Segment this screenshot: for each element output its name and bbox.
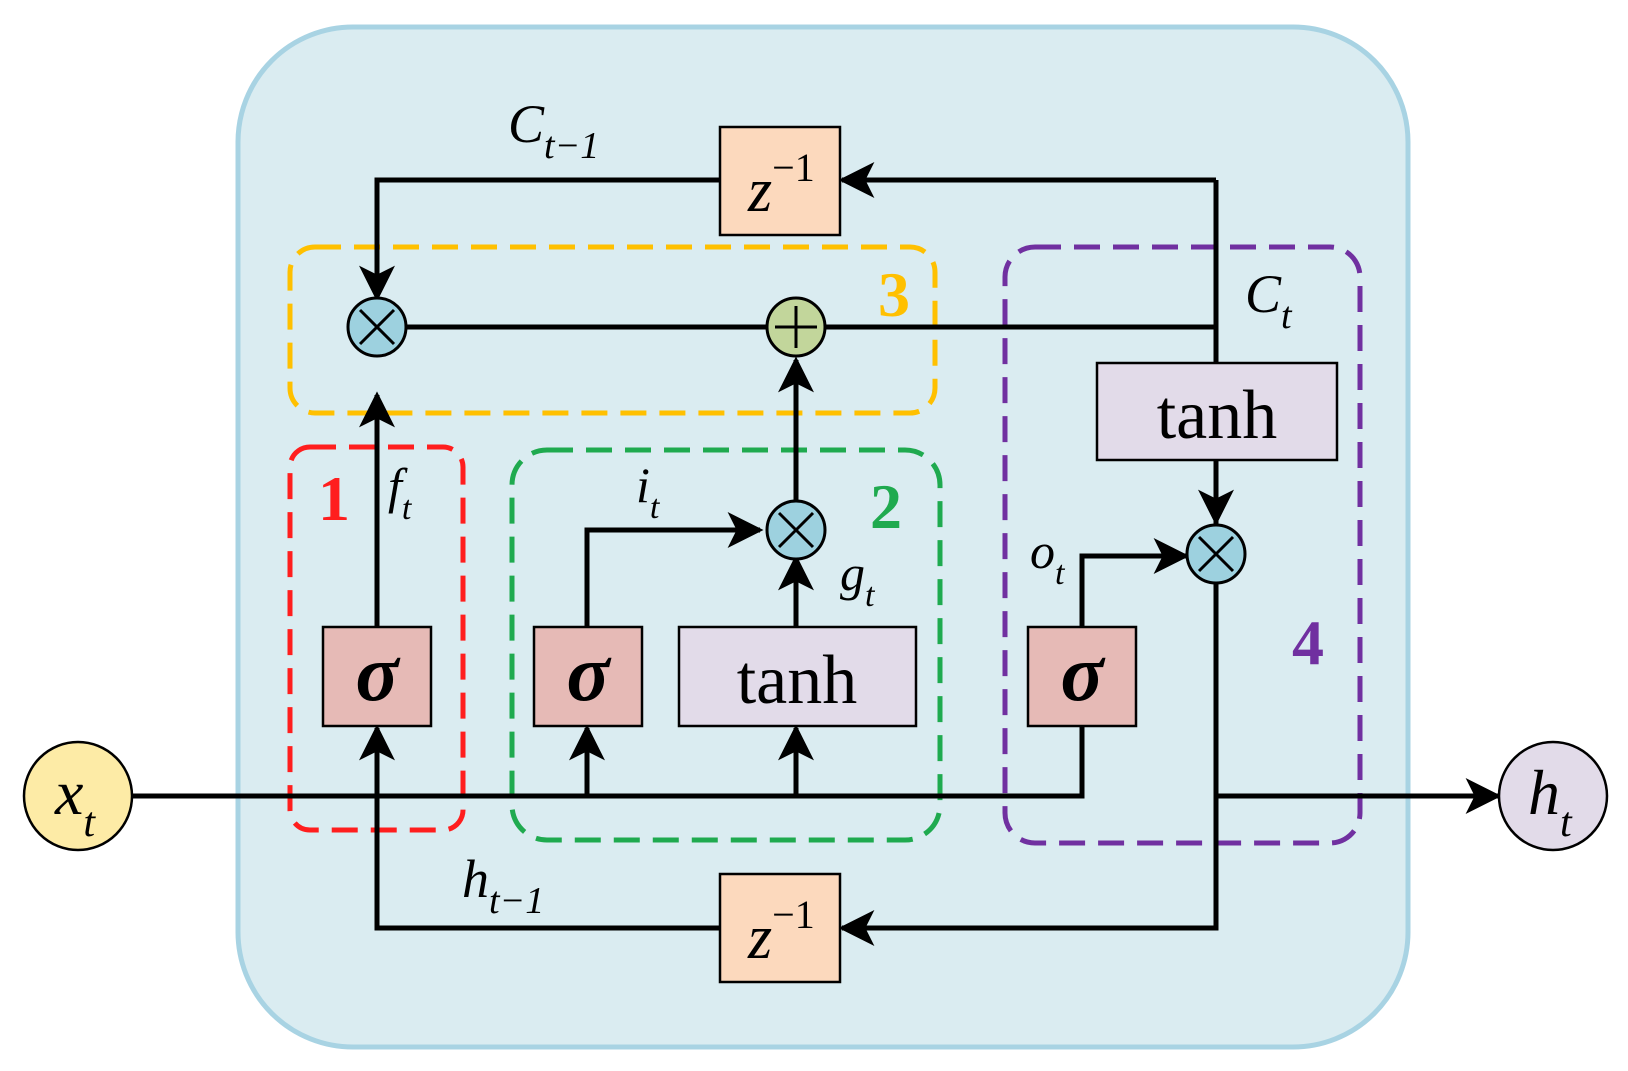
- input-node-label: xt: [54, 757, 96, 846]
- tanh-output-label: tanh: [1157, 377, 1278, 454]
- tanh-candidate-label: tanh: [737, 642, 858, 719]
- sigma-output-box: [1026, 625, 1138, 728]
- label-h-prev: ht−1: [462, 849, 544, 922]
- mult-forget-node: [346, 296, 408, 358]
- label-c-t: Ct: [1245, 264, 1293, 337]
- group-4-box: [1002, 244, 1363, 846]
- mult-output-node: [1185, 523, 1247, 585]
- tanh-output-box: [1095, 361, 1339, 462]
- line-xt: [133, 725, 1085, 799]
- arrow-hprev: [359, 724, 720, 931]
- group-3-box: [287, 244, 938, 416]
- output-node: [1497, 740, 1609, 852]
- delay-bottom-label: z−1: [747, 892, 815, 972]
- delay-top-label: z−1: [747, 145, 815, 225]
- arrow-it: [584, 512, 764, 627]
- sigma-forget-box: [321, 625, 433, 728]
- delay-top-box: [718, 125, 842, 237]
- output-node-label: ht: [1528, 757, 1573, 846]
- group-2-number: 2: [870, 471, 902, 542]
- arrow-cprev-to-mult: [359, 177, 720, 302]
- group-1-number: 1: [318, 463, 350, 534]
- label-i-t: it: [636, 457, 661, 526]
- label-g-t: gt: [840, 545, 876, 614]
- add-cell-node: [765, 296, 827, 358]
- tanh-candidate-box: [677, 625, 918, 728]
- input-node: [22, 740, 134, 852]
- mult-input-node: [765, 499, 827, 561]
- sigma-input-box: [532, 625, 644, 728]
- sigma-output-label: σ: [1060, 630, 1105, 718]
- delay-bottom-box: [718, 872, 842, 984]
- label-c-prev: Ct−1: [508, 94, 599, 167]
- sigma-forget-label: σ: [355, 630, 400, 718]
- arrow-into-delay-bottom: [838, 796, 1219, 946]
- group-3-number: 3: [878, 259, 910, 330]
- arrow-ot: [1079, 538, 1190, 627]
- group-2-box: [509, 447, 943, 843]
- label-o-t: ot: [1030, 523, 1066, 592]
- sigma-input-label: σ: [566, 630, 611, 718]
- group-4-number: 4: [1292, 607, 1324, 678]
